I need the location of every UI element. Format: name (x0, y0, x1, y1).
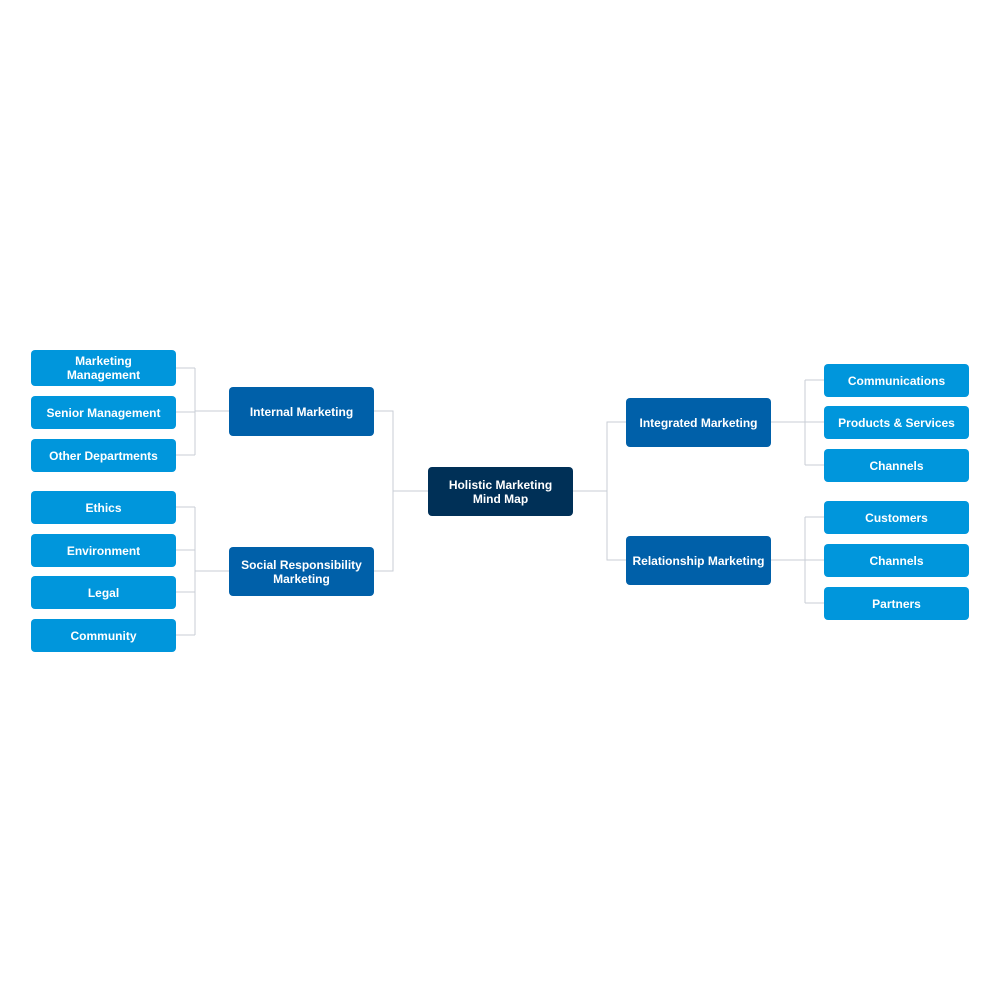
leaf-channels-relationship-label: Channels (869, 553, 924, 568)
leaf-senior-management-label: Senior Management (46, 405, 161, 420)
connector-root-relationship (606, 491, 626, 561)
leaf-partners-label: Partners (872, 596, 921, 611)
branch-internal-marketing-label: Internal Marketing (249, 404, 354, 419)
leaf-channels-integrated-label: Channels (869, 458, 924, 473)
leaf-channels-integrated[interactable]: Channels (824, 449, 969, 482)
leaf-environment[interactable]: Environment (31, 534, 176, 567)
leaf-other-departments[interactable]: Other Departments (31, 439, 176, 472)
leaf-legal[interactable]: Legal (31, 576, 176, 609)
connector-root-integrated (572, 421, 626, 492)
branch-relationship-marketing-label: Relationship Marketing (632, 553, 765, 568)
leaf-channels-relationship[interactable]: Channels (824, 544, 969, 577)
leaf-other-departments-label: Other Departments (49, 448, 158, 463)
connector-integrated-children (771, 379, 824, 466)
connector-relationship-children (771, 516, 824, 604)
root-node-line2: Mind Map (472, 491, 529, 506)
branch-integrated-marketing[interactable]: Integrated Marketing (626, 398, 771, 447)
leaf-communications-label: Communications (847, 373, 946, 388)
root-node-line1: Holistic Marketing (448, 477, 553, 492)
leaf-marketing-management[interactable]: Marketing Management (31, 350, 176, 386)
branch-social-responsibility-line2: Marketing (273, 571, 330, 586)
leaf-products-services[interactable]: Products & Services (824, 406, 969, 439)
leaf-community[interactable]: Community (31, 619, 176, 652)
leaf-products-services-label: Products & Services (838, 415, 955, 430)
leaf-ethics-label: Ethics (85, 500, 122, 515)
leaf-partners[interactable]: Partners (824, 587, 969, 620)
leaf-ethics[interactable]: Ethics (31, 491, 176, 524)
branch-internal-marketing[interactable]: Internal Marketing (229, 387, 374, 436)
connector-social-children (175, 506, 229, 636)
leaf-environment-label: Environment (66, 543, 141, 558)
root-node[interactable]: Holistic Marketing Mind Map (428, 467, 573, 516)
connector-root-social (374, 491, 394, 572)
leaf-communications[interactable]: Communications (824, 364, 969, 397)
leaf-customers[interactable]: Customers (824, 501, 969, 534)
leaf-marketing-management-line1: Marketing (75, 354, 132, 368)
leaf-legal-label: Legal (87, 585, 120, 600)
leaf-community-label: Community (70, 628, 137, 643)
leaf-senior-management[interactable]: Senior Management (31, 396, 176, 429)
connector-root-internal (374, 410, 428, 492)
connector-internal-children (175, 367, 229, 456)
branch-social-responsibility-marketing[interactable]: Social Responsibility Marketing (229, 547, 374, 596)
leaf-marketing-management-line2: Management (66, 368, 141, 382)
branch-social-responsibility-line1: Social Responsibility (241, 557, 362, 572)
branch-integrated-marketing-label: Integrated Marketing (639, 415, 758, 430)
branch-relationship-marketing[interactable]: Relationship Marketing (626, 536, 771, 585)
leaf-customers-label: Customers (865, 510, 928, 525)
